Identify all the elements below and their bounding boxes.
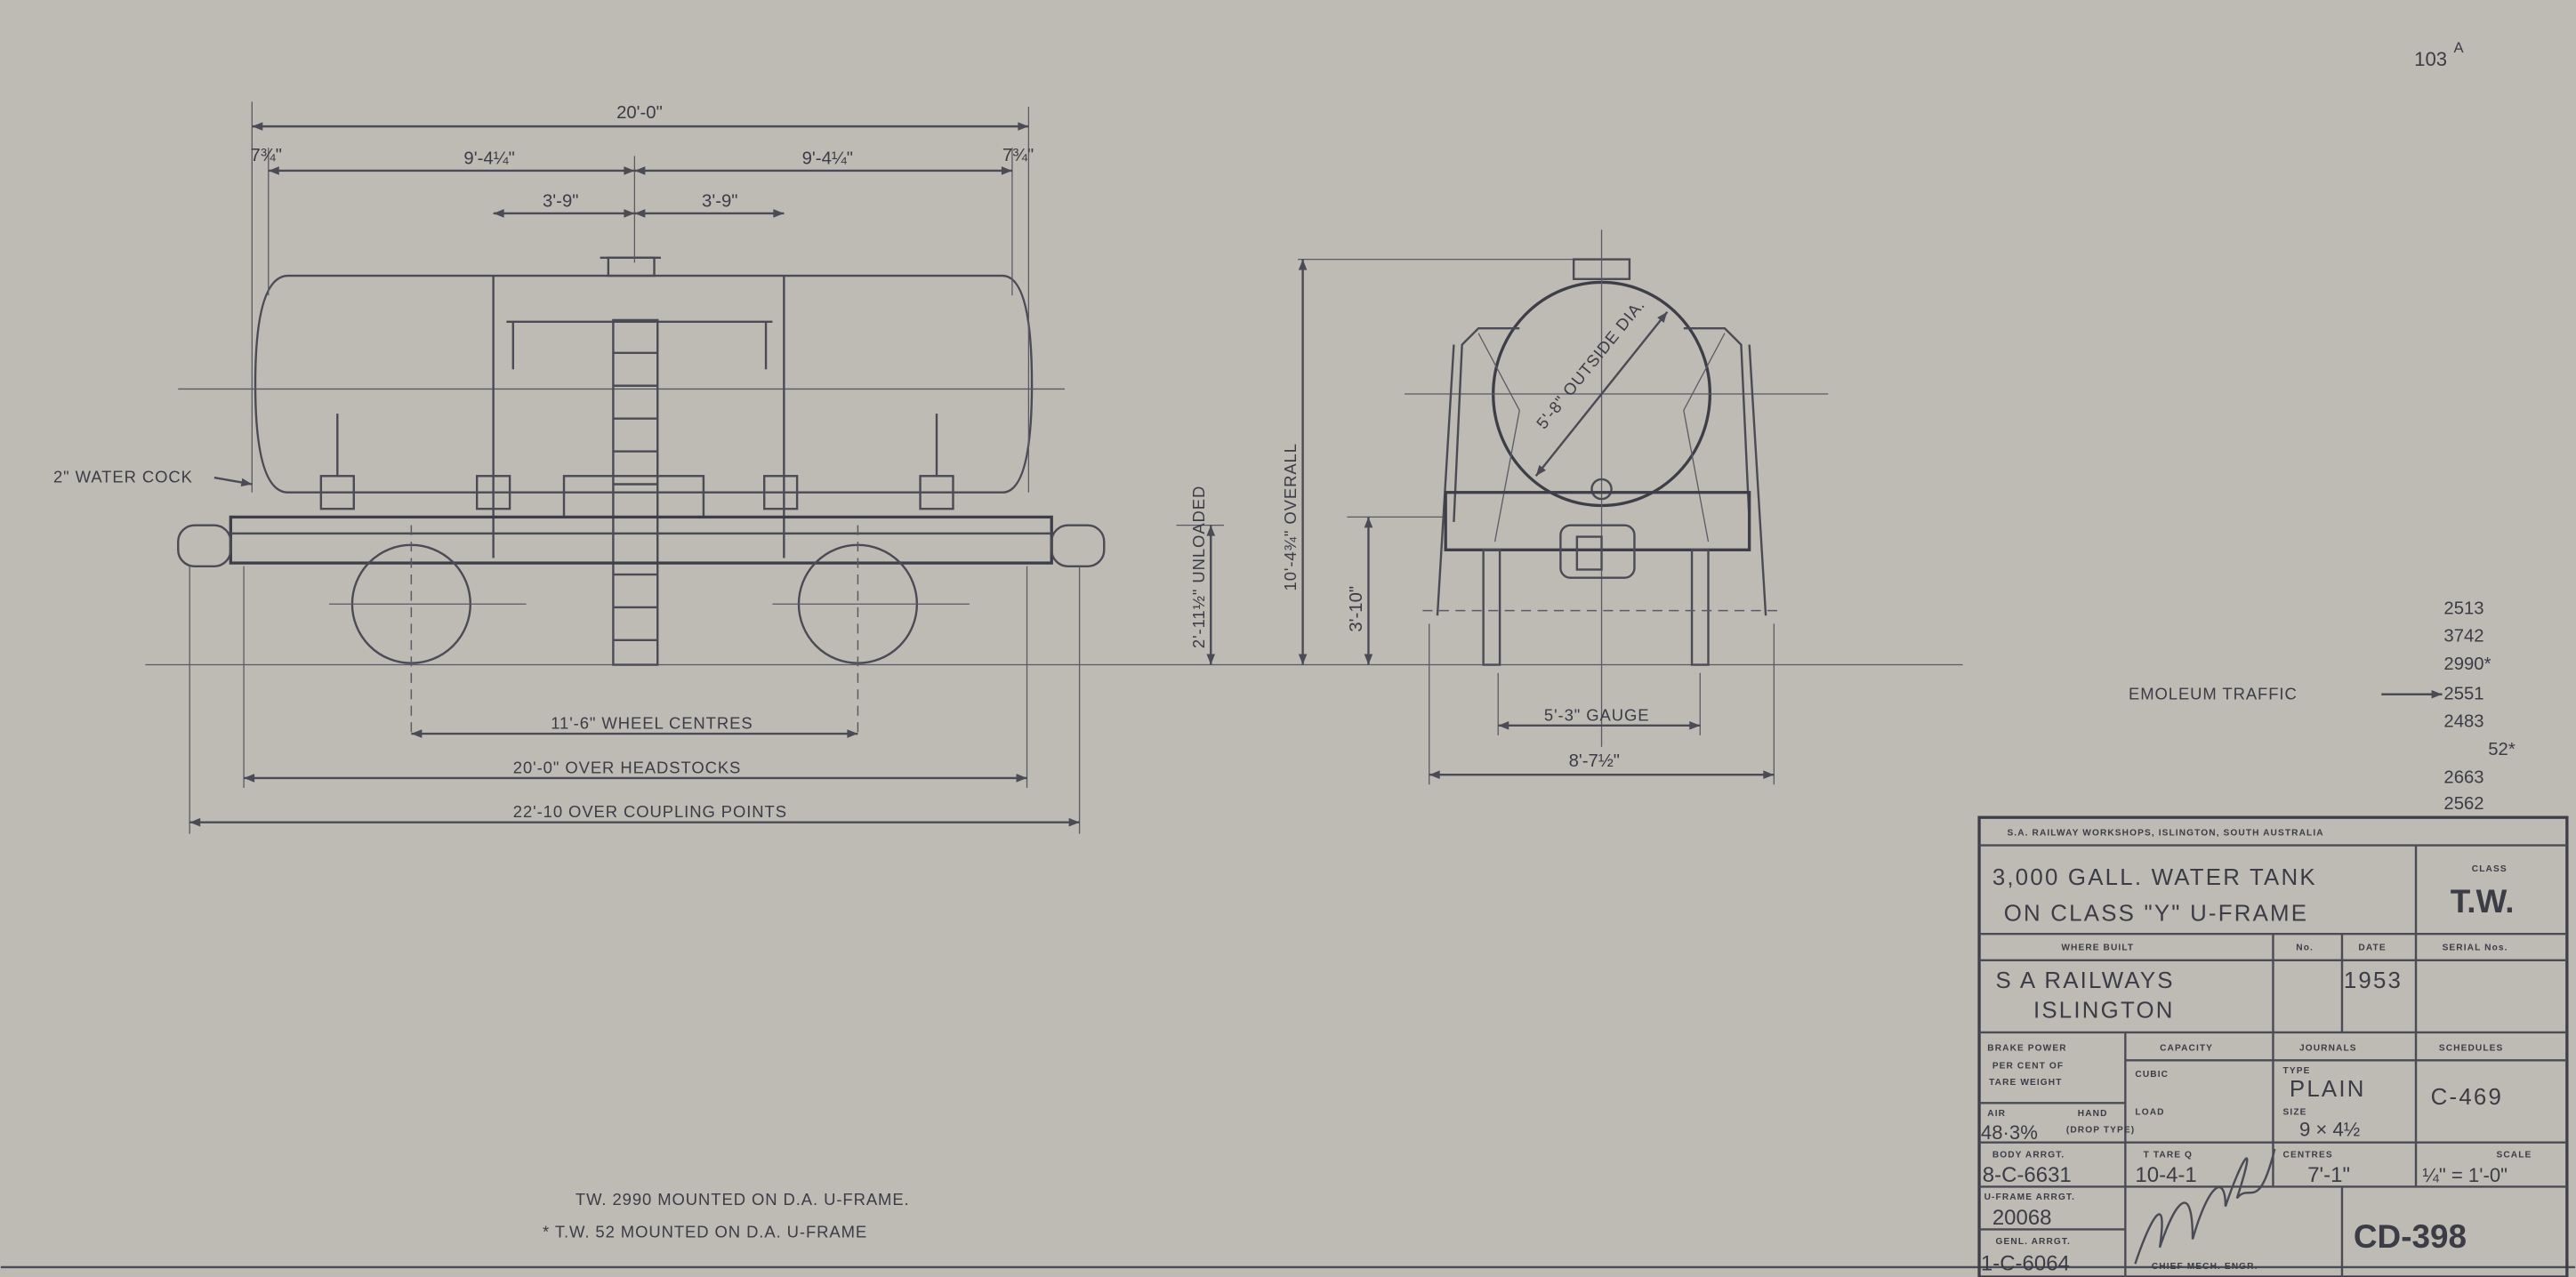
coupling xyxy=(1559,524,1636,579)
tb-chief-label: CHIEF MECH. ENGR. xyxy=(2152,1262,2258,1272)
tb-where-built-label: WHERE BUILT xyxy=(2061,944,2134,953)
tb-genl-arrgt-value: 1-C-6064 xyxy=(1981,1252,2070,1276)
tb-capacity-label: CAPACITY xyxy=(2160,1043,2213,1053)
tb-size-label: SIZE xyxy=(2283,1107,2307,1117)
dim-wheel-centres: 11'-6" WHEEL CENTRES xyxy=(551,714,753,733)
dim-end-left: 7¾" xyxy=(250,146,281,165)
wheel-end-right xyxy=(1690,549,1710,666)
tb-type-value: PLAIN xyxy=(2290,1077,2366,1102)
side-stanchions xyxy=(1453,326,1751,523)
number-item: 52* xyxy=(2488,740,2516,759)
dim-over-coupling: 22'-10 OVER COUPLING POINTS xyxy=(513,802,787,821)
tb-brake-power-2: PER CENT OF xyxy=(1992,1062,2064,1072)
tb-date-label: DATE xyxy=(2358,944,2386,953)
tb-body-arrgt-label: BODY ARRGT. xyxy=(1992,1150,2065,1160)
sheet-ref-suffix: A xyxy=(2453,39,2464,56)
tb-schedules-label: SCHEDULES xyxy=(2439,1043,2504,1053)
dim-unloaded: 2'-11½" UNLOADED xyxy=(1189,486,1208,648)
ladder xyxy=(612,318,659,666)
tb-title-line1: 3,000 GALL. WATER TANK xyxy=(1992,865,2317,890)
water-cock-label: 2" WATER COCK xyxy=(53,468,193,486)
tb-schedules-value: C-469 xyxy=(2431,1085,2503,1110)
tb-type-label: TYPE xyxy=(2283,1066,2311,1076)
tb-header: S.A. RAILWAY WORKSHOPS, ISLINGTON, SOUTH… xyxy=(2007,828,2323,838)
tb-tare-value: 10-4-1 xyxy=(2135,1163,2196,1187)
tb-scale-value: ¼" = 1'-0" xyxy=(2422,1164,2508,1186)
dim-over-headstocks: 20'-0" OVER HEADSTOCKS xyxy=(513,758,741,776)
tb-scale-label: SCALE xyxy=(2496,1150,2532,1160)
tb-where-built-line2: ISLINGTON xyxy=(2033,998,2175,1023)
tb-cubic-label: CUBIC xyxy=(2135,1070,2169,1080)
dim-overall-height: 10'-4¾" OVERALL xyxy=(1281,443,1300,590)
tb-tare-label: T TARE Q xyxy=(2144,1150,2193,1160)
title-block: S.A. RAILWAY WORKSHOPS, ISLINGTON, SOUTH… xyxy=(1977,815,2569,1277)
dim-gauge: 5'-3" GAUGE xyxy=(1544,705,1650,724)
sheet-ref: 103 xyxy=(2414,48,2447,70)
tb-centres-value: 7'-1" xyxy=(2307,1163,2350,1187)
number-item: 2551 xyxy=(2443,684,2483,703)
tb-class-label: CLASS xyxy=(2472,864,2508,874)
dim-half-right: 9'-4¼" xyxy=(802,149,853,169)
dim-overall-length: 20'-0" xyxy=(616,103,663,123)
tb-drawing-no: CD-398 xyxy=(2354,1218,2467,1255)
number-item: 2663 xyxy=(2443,767,2483,787)
tb-brake-power-1: BRAKE POWER xyxy=(1987,1043,2066,1053)
emoleum-traffic-label: EMOLEUM TRAFFIC xyxy=(2129,684,2298,703)
note-line: * T.W. 52 MOUNTED ON D.A. U-FRAME xyxy=(543,1223,867,1241)
tb-serial-label: SERIAL Nos. xyxy=(2443,944,2508,953)
signature xyxy=(2134,1148,2276,1265)
tb-class-value: T.W. xyxy=(2451,883,2515,920)
number-item: 2483 xyxy=(2443,712,2483,732)
height-dimensions: 2'-11½" UNLOADED 10'-4¾" OVERALL 3'-10" xyxy=(1176,258,1577,665)
tb-genl-arrgt-label: GENL. ARRGT. xyxy=(1996,1237,2071,1247)
tb-hand-label: HAND xyxy=(2078,1109,2108,1119)
number-item: 2562 xyxy=(2443,794,2483,814)
note-line: TW. 2990 MOUNTED ON D.A. U-FRAME. xyxy=(576,1190,910,1209)
dim-width: 8'-7½" xyxy=(1569,751,1620,771)
tb-hand-value: (DROP TYPE) xyxy=(2066,1126,2135,1136)
tb-no-label: No. xyxy=(2296,944,2314,953)
number-item: 2513 xyxy=(2443,598,2483,618)
wheel-end-left xyxy=(1482,549,1501,666)
side-view: 20'-0" 7¾" 7¾" 9'-4¼" 9'-4¼" 3'-9" 3'-9"… xyxy=(53,101,1963,834)
tb-uframe-arrgt-value: 20068 xyxy=(1992,1206,2052,1230)
tb-air-label: AIR xyxy=(1987,1109,2006,1119)
buffer-right xyxy=(1051,524,1106,567)
dim-half-left: 9'-4¼" xyxy=(463,149,514,169)
headstock-end xyxy=(1444,491,1751,551)
dim-strap-left: 3'-9" xyxy=(543,192,578,212)
buffer-left xyxy=(177,524,232,567)
dim-buffer-height: 3'-10" xyxy=(1347,586,1366,632)
tb-journals-label: JOURNALS xyxy=(2299,1043,2357,1053)
tb-brake-power-3: TARE WEIGHT xyxy=(1989,1078,2062,1088)
dim-strap-right: 3'-9" xyxy=(702,192,737,212)
number-item: 3742 xyxy=(2443,627,2483,647)
tb-where-built-line1: S A RAILWAYS xyxy=(1996,968,2175,993)
tb-uframe-arrgt-label: U-FRAME ARRGT. xyxy=(1984,1193,2075,1202)
number-item: 2990* xyxy=(2443,655,2491,674)
tb-date-value: 1953 xyxy=(2344,968,2403,993)
tb-load-label: LOAD xyxy=(2135,1107,2164,1117)
tb-body-arrgt-value: 8-C-6631 xyxy=(1983,1163,2072,1187)
wagon-number-list: EMOLEUM TRAFFIC 2513 3742 2990* 2551 248… xyxy=(2129,598,2516,814)
tb-centres-label: CENTRES xyxy=(2283,1150,2333,1160)
tb-size-value: 9 × 4½ xyxy=(2299,1118,2360,1140)
tb-air-value: 48·3% xyxy=(1981,1121,2038,1144)
tb-title-line2: ON CLASS "Y" U-FRAME xyxy=(2004,901,2308,926)
dim-end-right: 7¾" xyxy=(1002,146,1034,165)
